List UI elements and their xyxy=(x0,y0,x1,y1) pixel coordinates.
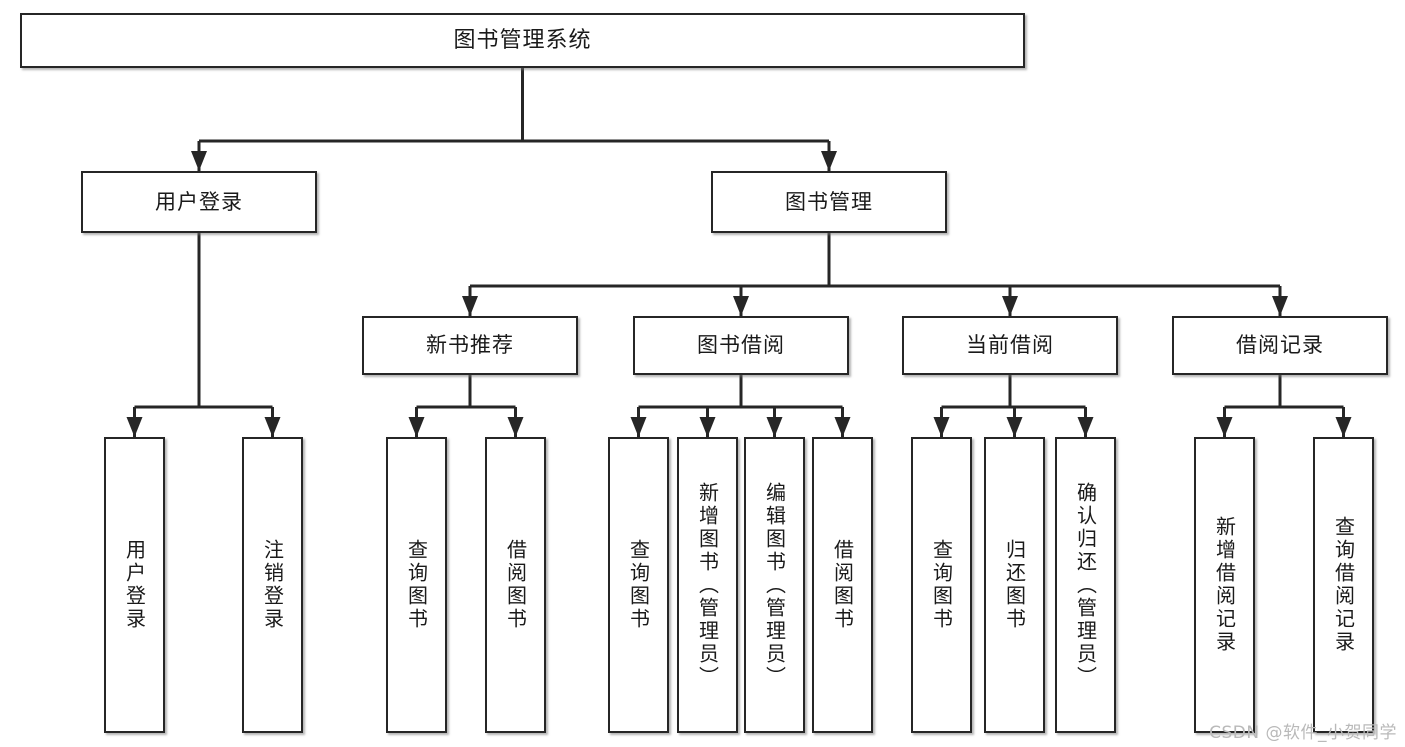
node-leaf-edit-book-admin[interactable]: 编辑图书（管理员） xyxy=(744,437,805,733)
arrowhead-book-borrow-to-leaf-add-book-admin xyxy=(699,417,716,437)
node-label-root: 图书管理系统 xyxy=(453,27,592,53)
node-label-book-manage: 图书管理 xyxy=(785,189,873,214)
node-label-leaf-return-book: 归还图书 xyxy=(1002,539,1027,631)
node-leaf-return-book[interactable]: 归还图书 xyxy=(984,437,1045,733)
node-book-manage[interactable]: 图书管理 xyxy=(711,171,947,233)
node-label-borrow-record: 借阅记录 xyxy=(1236,333,1324,358)
node-leaf-query-book-recommend[interactable]: 查询图书 xyxy=(386,437,447,733)
arrowhead-book-borrow-to-leaf-borrow-book xyxy=(834,417,851,437)
node-label-new-book-recommend: 新书推荐 xyxy=(426,333,514,358)
arrowhead-current-borrow-to-leaf-confirm-return-admin xyxy=(1077,417,1094,437)
node-user-login[interactable]: 用户登录 xyxy=(81,171,317,233)
node-leaf-query-book-borrow[interactable]: 查询图书 xyxy=(608,437,669,733)
arrowhead-user-login-to-leaf-user-login xyxy=(126,417,143,437)
node-label-leaf-edit-book-admin: 编辑图书（管理员） xyxy=(762,481,787,689)
arrowhead-book-manage-to-book-borrow xyxy=(733,296,749,316)
arrowhead-new-book-recommend-to-leaf-borrow-book-recommend xyxy=(507,417,524,437)
arrowhead-root-to-user-login xyxy=(191,151,207,171)
arrowhead-borrow-record-to-leaf-query-borrow-record xyxy=(1335,417,1352,437)
node-label-user-login: 用户登录 xyxy=(155,189,243,214)
watermark: CSDN @软件_小贺同学 xyxy=(1209,723,1397,743)
node-label-leaf-borrow-book-recommend: 借阅图书 xyxy=(503,539,528,631)
node-label-book-borrow: 图书借阅 xyxy=(697,333,785,358)
arrowhead-borrow-record-to-leaf-add-borrow-record xyxy=(1216,417,1233,437)
node-leaf-user-login[interactable]: 用户登录 xyxy=(104,437,165,733)
node-book-borrow[interactable]: 图书借阅 xyxy=(633,316,849,375)
arrowhead-book-manage-to-new-book-recommend xyxy=(462,296,478,316)
node-root[interactable]: 图书管理系统 xyxy=(20,13,1025,68)
node-leaf-query-book-current[interactable]: 查询图书 xyxy=(911,437,972,733)
node-label-leaf-logout: 注销登录 xyxy=(260,539,285,631)
node-leaf-borrow-book[interactable]: 借阅图书 xyxy=(812,437,873,733)
node-label-leaf-user-login: 用户登录 xyxy=(122,539,147,631)
arrowhead-book-borrow-to-leaf-edit-book-admin xyxy=(766,417,783,437)
node-borrow-record[interactable]: 借阅记录 xyxy=(1172,316,1388,375)
arrowhead-root-to-book-manage xyxy=(821,151,837,171)
node-leaf-borrow-book-recommend[interactable]: 借阅图书 xyxy=(485,437,546,733)
arrowhead-new-book-recommend-to-leaf-query-book-recommend xyxy=(408,417,425,437)
arrowhead-book-manage-to-current-borrow xyxy=(1002,296,1018,316)
arrowhead-user-login-to-leaf-logout xyxy=(264,417,281,437)
node-label-leaf-query-book-recommend: 查询图书 xyxy=(404,539,429,631)
node-leaf-confirm-return-admin[interactable]: 确认归还（管理员） xyxy=(1055,437,1116,733)
node-label-current-borrow: 当前借阅 xyxy=(966,333,1054,358)
arrowhead-current-borrow-to-leaf-query-book-current xyxy=(933,417,950,437)
node-label-leaf-query-borrow-record: 查询借阅记录 xyxy=(1331,516,1356,654)
node-leaf-query-borrow-record[interactable]: 查询借阅记录 xyxy=(1313,437,1374,733)
node-leaf-logout[interactable]: 注销登录 xyxy=(242,437,303,733)
node-label-leaf-add-borrow-record: 新增借阅记录 xyxy=(1212,516,1237,654)
arrowhead-book-manage-to-borrow-record xyxy=(1272,296,1288,316)
node-label-leaf-query-book-borrow: 查询图书 xyxy=(626,539,651,631)
node-label-leaf-confirm-return-admin: 确认归还（管理员） xyxy=(1073,481,1098,689)
node-leaf-add-book-admin[interactable]: 新增图书（管理员） xyxy=(677,437,738,733)
arrowhead-current-borrow-to-leaf-return-book xyxy=(1006,417,1023,437)
node-current-borrow[interactable]: 当前借阅 xyxy=(902,316,1118,375)
node-new-book-recommend[interactable]: 新书推荐 xyxy=(362,316,578,375)
arrowhead-book-borrow-to-leaf-query-book-borrow xyxy=(630,417,647,437)
node-label-leaf-borrow-book: 借阅图书 xyxy=(830,539,855,631)
node-leaf-add-borrow-record[interactable]: 新增借阅记录 xyxy=(1194,437,1255,733)
node-label-leaf-add-book-admin: 新增图书（管理员） xyxy=(695,481,720,689)
node-label-leaf-query-book-current: 查询图书 xyxy=(929,539,954,631)
